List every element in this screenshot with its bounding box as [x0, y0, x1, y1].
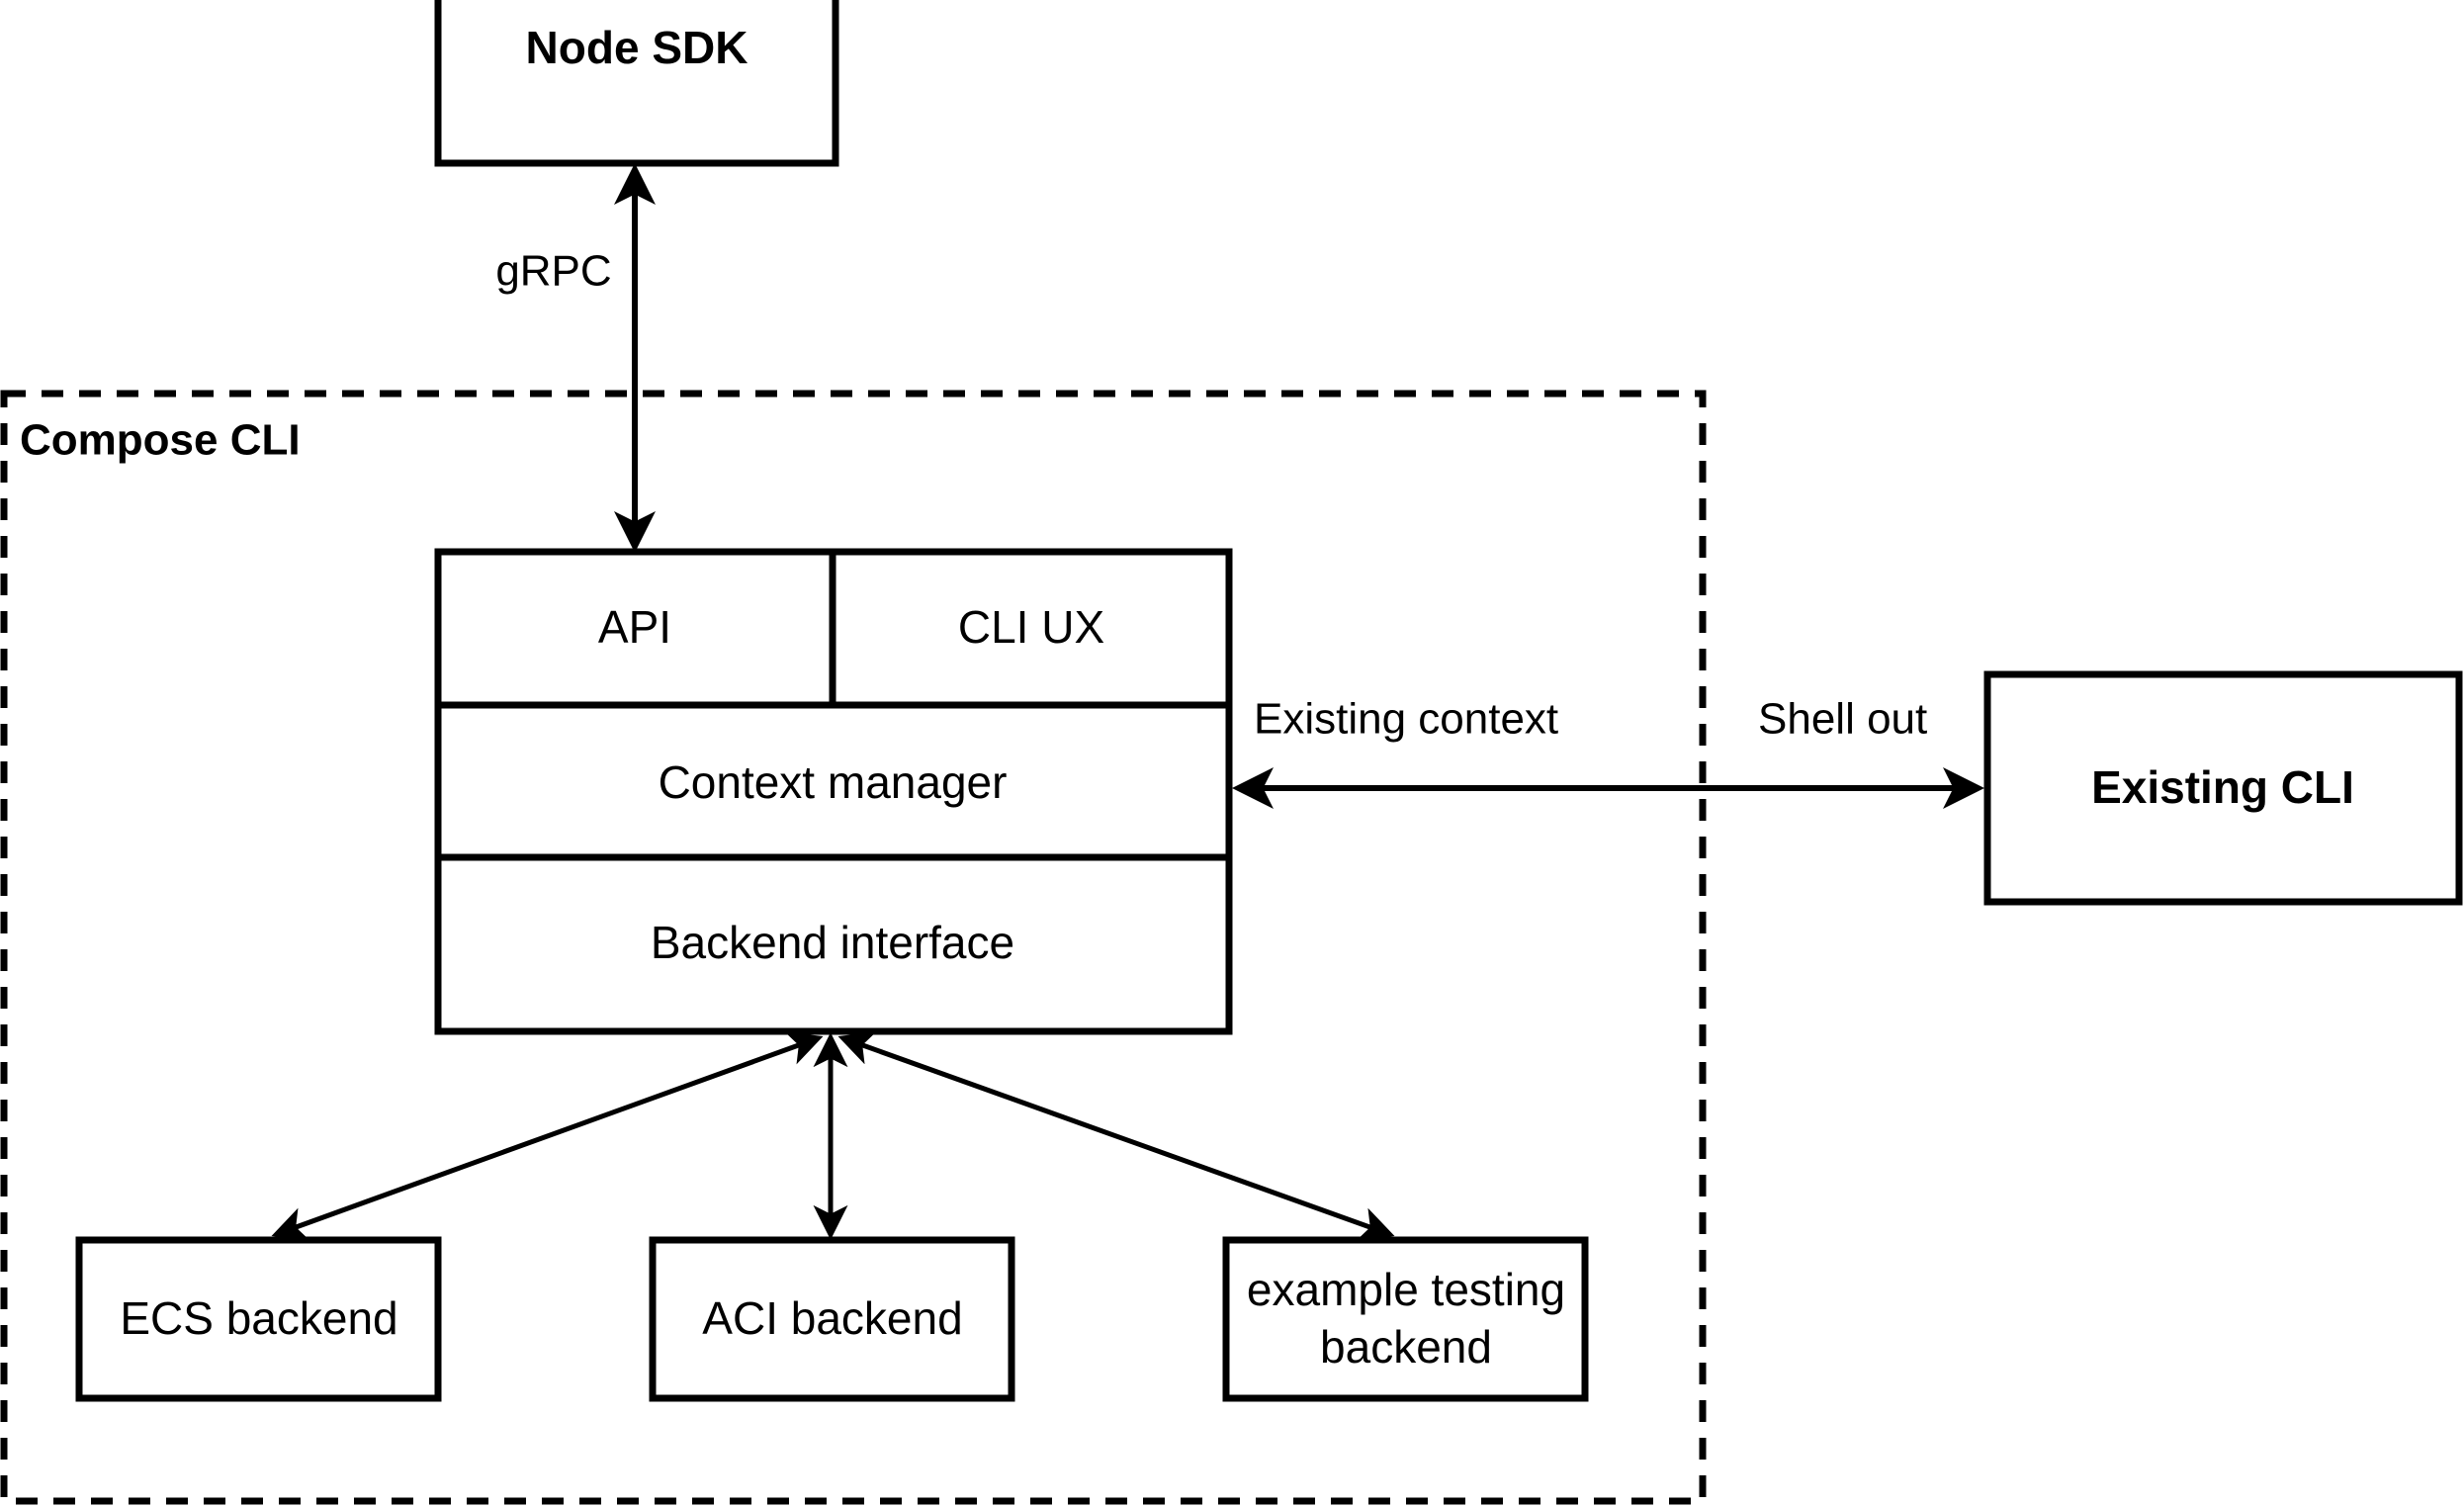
- node-context-manager-label: Context manager: [659, 756, 1008, 808]
- compose-cli-stack: API CLI UX Context manager Backend inter…: [434, 548, 1233, 1035]
- edge-backend-to-example: [837, 1031, 1395, 1241]
- edge-grpc: gRPC: [495, 163, 656, 553]
- node-node-sdk-label: Node SDK: [526, 22, 748, 73]
- node-example-testing-backend-border: [1222, 1236, 1589, 1402]
- edge-grpc-label: gRPC: [495, 247, 611, 296]
- node-api-label: API: [598, 601, 671, 653]
- node-ecs-backend-border: [75, 1236, 442, 1402]
- node-existing-cli-border: [1983, 670, 2463, 906]
- edge-backend-to-ecs: [271, 1031, 824, 1241]
- node-cli-ux[interactable]: CLI UX: [958, 601, 1104, 653]
- node-existing-cli-label: Existing CLI: [2091, 761, 2354, 813]
- node-aci-backend[interactable]: ACI backend: [649, 1236, 1015, 1402]
- node-example-testing-backend[interactable]: example testing backend: [1222, 1236, 1589, 1402]
- node-example-testing-backend-label-line1: example testing: [1247, 1264, 1565, 1315]
- node-example-testing-backend-label-line2: backend: [1320, 1321, 1492, 1373]
- node-ecs-backend-label: ECS backend: [120, 1292, 397, 1344]
- node-node-sdk[interactable]: Node SDK: [434, 0, 839, 167]
- node-cli-ux-label: CLI UX: [958, 601, 1104, 653]
- edge-backend-to-example-line: [837, 1031, 1395, 1241]
- edge-backend-to-ecs-line: [271, 1031, 824, 1241]
- node-aci-backend-border: [649, 1236, 1015, 1402]
- node-aci-backend-label: ACI backend: [702, 1292, 962, 1344]
- node-context-manager[interactable]: Context manager: [659, 756, 1008, 808]
- node-ecs-backend[interactable]: ECS backend: [75, 1236, 442, 1402]
- group-compose-cli: Compose CLI: [0, 390, 1707, 1505]
- edge-existing-context-label: Existing context: [1254, 695, 1558, 744]
- node-backend-interface[interactable]: Backend interface: [651, 917, 1014, 968]
- node-backend-interface-label: Backend interface: [651, 917, 1014, 968]
- group-compose-cli-label: Compose CLI: [20, 416, 301, 465]
- edge-context-manager-existing-cli: Existing context Shell out: [1232, 695, 1984, 809]
- node-existing-cli[interactable]: Existing CLI: [1983, 670, 2463, 906]
- group-compose-cli-border: [0, 390, 1707, 1505]
- edge-shell-out-label: Shell out: [1758, 695, 1927, 744]
- node-api[interactable]: API: [598, 601, 671, 653]
